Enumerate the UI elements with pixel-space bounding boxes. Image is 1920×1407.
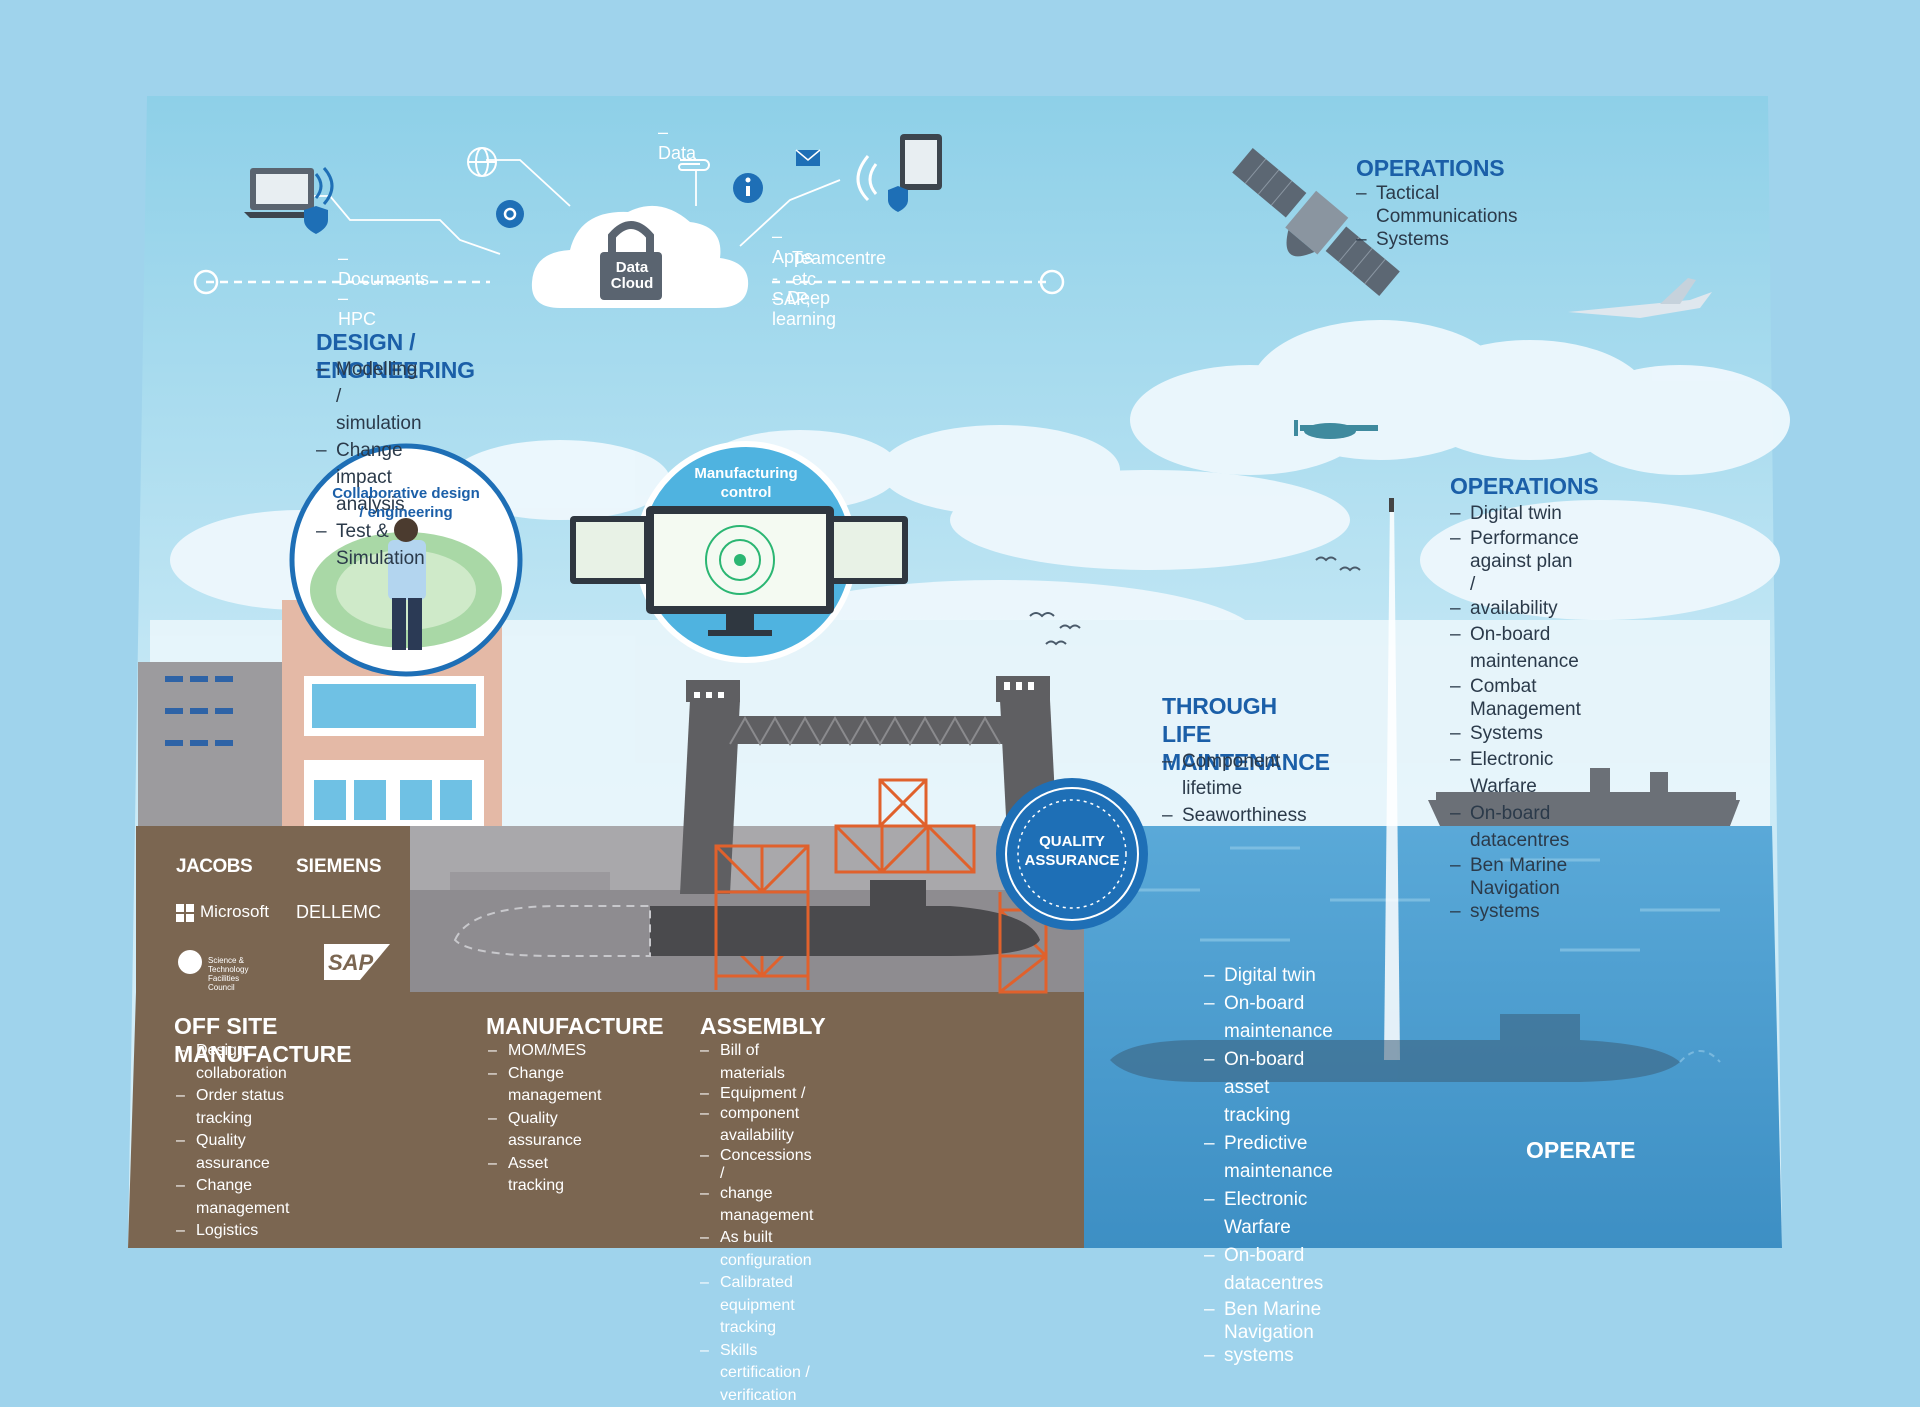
offsite-manufacture-list: Design collaboration Order status tracki… [176, 1040, 289, 1243]
list-item: MOM/MES [488, 1040, 601, 1063]
cloud-left-item-2: – HPC [338, 288, 376, 330]
list-item: Calibrated equipment tracking [700, 1272, 813, 1340]
list-item: Change management [176, 1175, 289, 1220]
sea [1084, 826, 1782, 1248]
cloud-left-item-1: – Documents [338, 248, 429, 290]
list-item: Seaworthiness [1162, 802, 1307, 829]
list-item: Digital twin [1450, 500, 1581, 527]
list-item: Tactical Communications [1356, 182, 1518, 228]
list-item: Systems [1450, 721, 1581, 746]
list-item: Asset tracking [488, 1153, 601, 1198]
list-item: On-board asset tracking [1204, 1046, 1333, 1130]
list-item: Skills certification / verification [700, 1340, 813, 1407]
tablet-icon [900, 134, 942, 190]
assembly-list: Bill of materials Equipment / component … [700, 1040, 813, 1407]
sap-logo: SAP [328, 950, 373, 976]
list-item: On-board datacentres [1450, 800, 1581, 854]
assembly-title: ASSEMBLY [700, 1012, 826, 1040]
list-item: Systems [1356, 228, 1518, 251]
list-item: systems [1450, 900, 1581, 923]
list-item: Equipment / [700, 1085, 813, 1103]
cloud-right-item-3: – Deep learning [772, 288, 836, 330]
list-item: Performance against plan / [1450, 527, 1581, 596]
cloud-top-item: – Data [658, 122, 696, 164]
operate-title: OPERATE [1526, 1136, 1635, 1164]
list-item: Modelling / simulation [316, 356, 425, 437]
list-item: Quality assurance [176, 1130, 289, 1175]
list-item: Quality assurance [488, 1108, 601, 1153]
list-item: Ben Marine Navigation [1204, 1298, 1333, 1344]
collaborative-design-label: Collaborative design/ engineering [320, 484, 492, 522]
list-item: Design collaboration [176, 1040, 289, 1085]
cloud-right-item-2: Teamcentre etc [792, 248, 886, 290]
manufacture-list: MOM/MES Change management Quality assura… [488, 1040, 601, 1198]
siemens-logo: SIEMENS [296, 856, 382, 878]
list-item: As built configuration [700, 1227, 813, 1272]
list-item: Ben Marine Navigation [1450, 854, 1581, 900]
list-item: Logistics [176, 1220, 289, 1243]
list-item: systems [1204, 1344, 1333, 1367]
list-item: On-board datacentres [1204, 1242, 1333, 1298]
stfc-logo-icon [178, 950, 202, 974]
list-item: Combat Management [1450, 675, 1581, 721]
operations-right-title: OPERATIONS [1450, 472, 1598, 500]
list-item: component availability [700, 1103, 813, 1147]
gear-icon [496, 200, 524, 228]
through-life-list: Component lifetime Seaworthiness [1162, 748, 1307, 829]
dell-emc-logo: DELLEMC [296, 902, 381, 923]
operate-list: Digital twin On-board maintenance On-boa… [1204, 962, 1333, 1367]
jacobs-logo: JACOBS [176, 856, 252, 878]
list-item: Test & Simulation [316, 518, 425, 572]
list-item: Predictive maintenance [1204, 1130, 1333, 1186]
list-item: availability [1450, 596, 1581, 621]
list-item: Order status tracking [176, 1085, 289, 1130]
manufacture-title: MANUFACTURE [486, 1012, 664, 1040]
list-item: Change management [488, 1063, 601, 1108]
list-item: Bill of materials [700, 1040, 813, 1085]
operations-right-list: Digital twin Performance against plan / … [1450, 500, 1581, 923]
list-item: Digital twin [1204, 962, 1333, 990]
list-item: Component lifetime [1162, 748, 1307, 802]
design-engineering-list: Modelling / simulation Change impact ana… [316, 356, 425, 572]
list-item: change management [700, 1183, 813, 1227]
list-item: On-board maintenance [1204, 990, 1333, 1046]
operations-top-list: Tactical Communications Systems [1356, 182, 1518, 251]
list-item: On-board maintenance [1450, 621, 1581, 675]
microsoft-logo: Microsoft [200, 902, 269, 922]
list-item: Electronic Warfare [1450, 746, 1581, 800]
operations-top-title: OPERATIONS [1356, 154, 1504, 182]
list-item: Concessions / [700, 1147, 813, 1183]
mail-icon [796, 150, 820, 166]
list-item: Electronic Warfare [1204, 1186, 1333, 1242]
info-icon [733, 173, 763, 203]
